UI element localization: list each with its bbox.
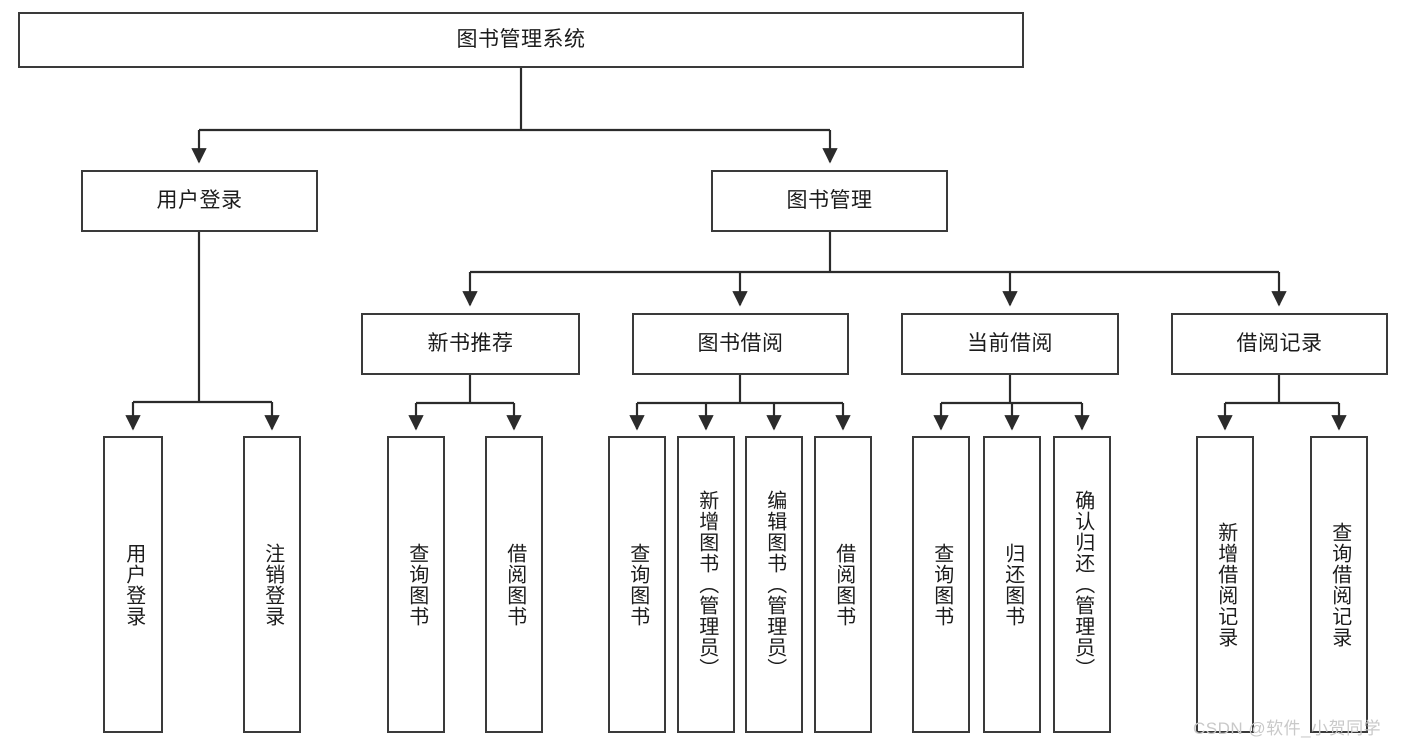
node-leaf-user-logout[interactable]: 注销登录: [243, 436, 301, 733]
node-leaf-query-borrow-record-label: 查询借阅记录: [1328, 521, 1351, 648]
node-leaf-query-book-3[interactable]: 查询图书: [912, 436, 970, 733]
node-leaf-edit-book[interactable]: 编辑图书（管理员）: [745, 436, 803, 733]
node-book-manage-label: 图书管理: [786, 188, 873, 212]
node-leaf-query-borrow-record[interactable]: 查询借阅记录: [1310, 436, 1368, 733]
node-leaf-confirm-return[interactable]: 确认归还（管理员）: [1053, 436, 1111, 733]
node-root[interactable]: 图书管理系统: [18, 12, 1024, 68]
node-user-login[interactable]: 用户登录: [81, 170, 318, 232]
node-book-borrow[interactable]: 图书借阅: [632, 313, 849, 375]
node-book-borrow-label: 图书借阅: [697, 331, 784, 355]
node-new-book-recommend-label: 新书推荐: [427, 331, 514, 355]
node-leaf-user-logout-label: 注销登录: [261, 542, 284, 627]
node-leaf-add-borrow-record-label: 新增借阅记录: [1214, 521, 1237, 648]
node-user-login-label: 用户登录: [156, 188, 243, 212]
node-book-manage[interactable]: 图书管理: [711, 170, 948, 232]
node-leaf-query-book-2[interactable]: 查询图书: [608, 436, 666, 733]
node-current-borrow[interactable]: 当前借阅: [901, 313, 1119, 375]
node-leaf-borrow-book-1-label: 借阅图书: [503, 542, 526, 627]
node-leaf-add-borrow-record[interactable]: 新增借阅记录: [1196, 436, 1254, 733]
node-new-book-recommend[interactable]: 新书推荐: [361, 313, 580, 375]
node-leaf-add-book-label: 新增图书（管理员）: [695, 490, 718, 679]
node-leaf-return-book[interactable]: 归还图书: [983, 436, 1041, 733]
node-root-label: 图书管理系统: [456, 27, 586, 51]
node-leaf-confirm-return-label: 确认归还（管理员）: [1071, 490, 1094, 679]
node-leaf-user-login-label: 用户登录: [122, 542, 145, 627]
node-current-borrow-label: 当前借阅: [967, 331, 1053, 355]
watermark-csdn: CSDN @软件_小贺同学: [1193, 719, 1382, 738]
node-leaf-borrow-book-2[interactable]: 借阅图书: [814, 436, 872, 733]
node-leaf-edit-book-label: 编辑图书（管理员）: [763, 490, 786, 679]
node-leaf-query-book-3-label: 查询图书: [930, 542, 953, 627]
node-leaf-return-book-label: 归还图书: [1001, 542, 1024, 627]
node-leaf-borrow-book-1[interactable]: 借阅图书: [485, 436, 543, 733]
node-leaf-query-book-2-label: 查询图书: [626, 542, 649, 627]
node-leaf-borrow-book-2-label: 借阅图书: [832, 542, 855, 627]
node-leaf-query-book-1[interactable]: 查询图书: [387, 436, 445, 733]
node-leaf-user-login[interactable]: 用户登录: [103, 436, 163, 733]
node-leaf-query-book-1-label: 查询图书: [405, 542, 428, 627]
node-leaf-add-book[interactable]: 新增图书（管理员）: [677, 436, 735, 733]
node-borrow-record[interactable]: 借阅记录: [1171, 313, 1388, 375]
node-borrow-record-label: 借阅记录: [1236, 331, 1323, 355]
